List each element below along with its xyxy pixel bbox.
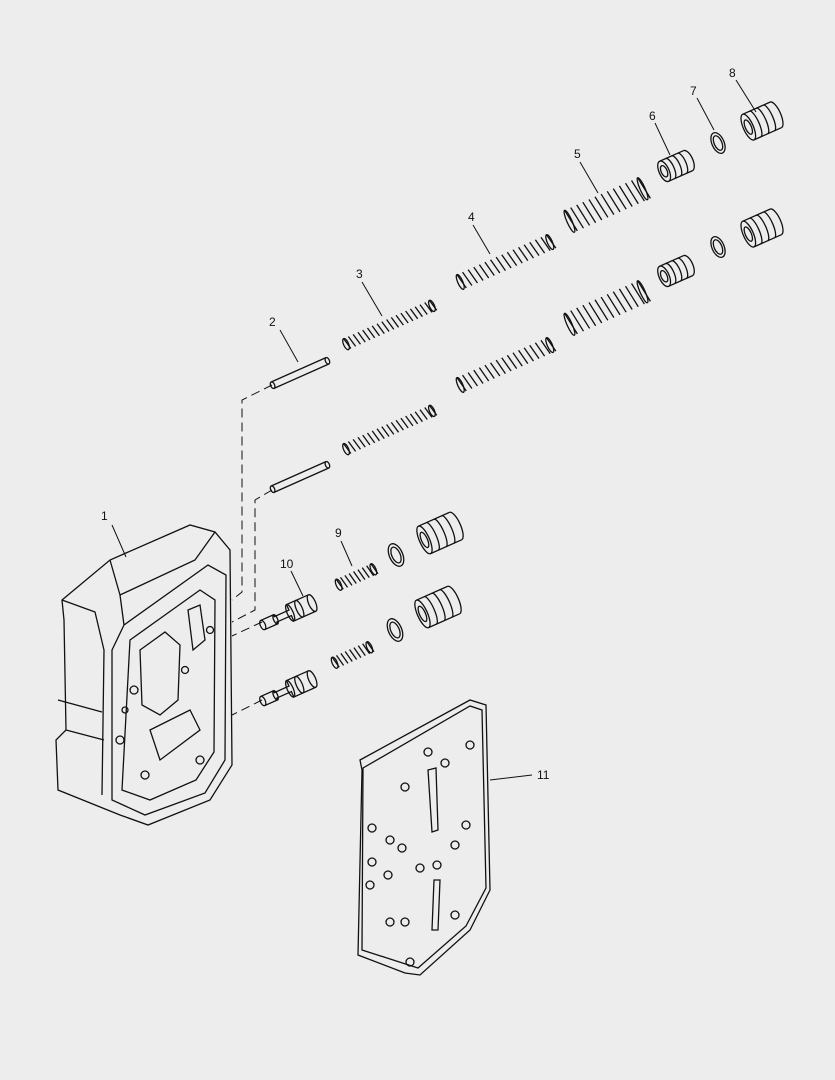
- spring-5-lower-part: [563, 280, 651, 336]
- plug-8-lower-part: [740, 208, 784, 248]
- washer-upper-part: [387, 543, 405, 567]
- callout-5: 5: [574, 147, 581, 161]
- plug-8-upper-part: [740, 101, 784, 141]
- leader-lines: [111, 79, 757, 781]
- callout-10: 10: [280, 557, 294, 571]
- spring-9-lower-part: [330, 641, 375, 669]
- spring-3-lower-part: [342, 404, 438, 456]
- callout-4: 4: [468, 210, 475, 224]
- callout-11: 11: [537, 768, 550, 782]
- sleeve-6-lower-part: [657, 254, 695, 288]
- washer-lower-part: [386, 618, 404, 642]
- alignment-lines: [231, 384, 273, 716]
- callout-9: 9: [335, 526, 342, 540]
- spring-4-lower-part: [455, 337, 557, 393]
- callout-2: 2: [269, 315, 276, 329]
- callout-3: 3: [356, 267, 363, 281]
- separator-plate-part: [357, 699, 491, 976]
- plug-lower-part: [414, 585, 462, 629]
- plug-upper-part: [416, 511, 464, 555]
- valve-body-part: [55, 524, 233, 826]
- pin-lower-part: [269, 460, 331, 494]
- pin-upper-part: [269, 356, 331, 390]
- sleeve-6-upper-part: [657, 149, 695, 183]
- spring-9-upper-part: [334, 563, 379, 591]
- parts-layer: [259, 101, 784, 707]
- spring-4-upper-part: [455, 234, 557, 290]
- callout-labels: 1 2 3 4 5 6 7 8 9 10 11: [101, 66, 736, 782]
- spring-3-upper-part: [342, 299, 438, 351]
- washer-7-lower-part: [710, 236, 726, 258]
- washer-7-upper-part: [710, 132, 726, 154]
- callout-7: 7: [690, 84, 697, 98]
- callout-1: 1: [101, 509, 108, 523]
- callout-8: 8: [729, 66, 736, 80]
- valve-10-upper-part: [259, 594, 318, 631]
- callout-6: 6: [649, 109, 656, 123]
- spring-5-upper-part: [563, 177, 651, 233]
- valve-10-lower-part: [259, 670, 318, 707]
